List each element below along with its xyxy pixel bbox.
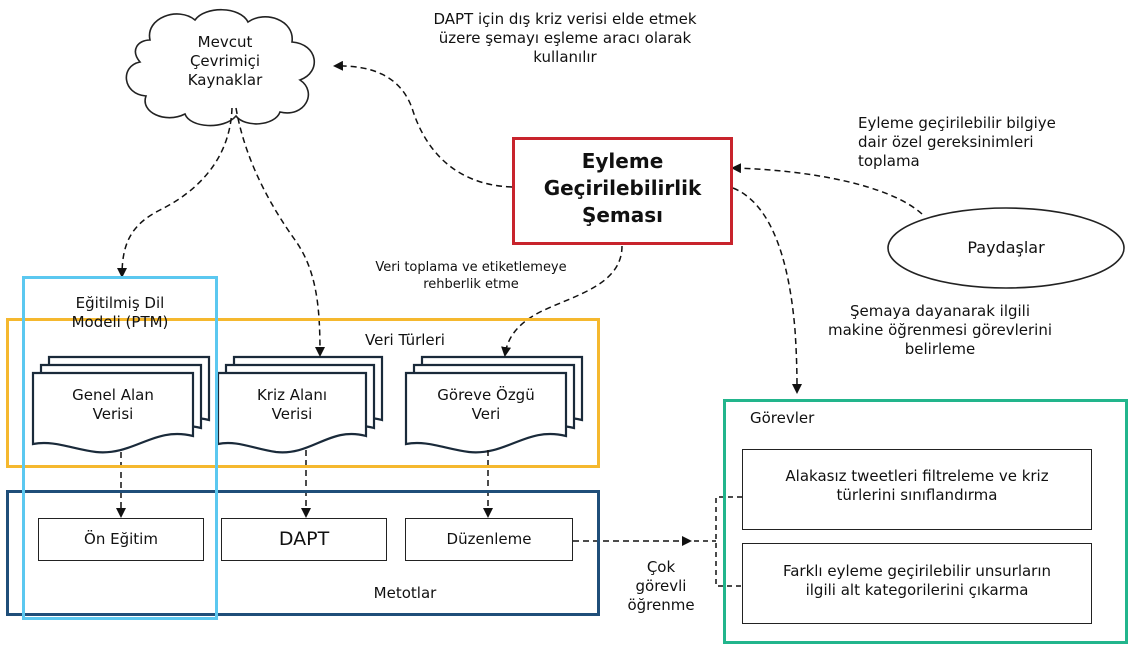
method-dapt-label: DAPT: [278, 528, 330, 550]
schema-label: Eyleme Geçirilebilirlik Şeması: [543, 149, 702, 227]
cloud-shape: [125, 9, 316, 127]
requirements-annotation: Eyleme geçirilebilir bilgiye dair özel g…: [858, 114, 1056, 171]
doc-label-crisis: Kriz Alanı Verisi: [256, 386, 328, 424]
task-item-2-box: [742, 543, 1092, 624]
task-item-1-box: [742, 449, 1092, 530]
task-item-2-label: Farklı eyleme geçirilebilir unsurların i…: [782, 562, 1052, 600]
connector-cloud-to-ptm: [117, 107, 233, 278]
doc-label-general: Genel Alan Verisi: [72, 386, 154, 424]
schema-box: [512, 137, 733, 245]
cloud-label: Mevcut Çevrimiçi Kaynaklar: [187, 33, 263, 90]
doc-label-task: Göreve Özgü Veri: [437, 386, 535, 424]
data-types-label: Veri Türleri: [365, 331, 445, 349]
document-stack-general: [31, 355, 211, 454]
data-types-box: [6, 318, 600, 468]
ptm-label: Eğitilmiş Dil Modeli (PTM): [71, 294, 169, 332]
method-finetune-box: [405, 518, 573, 561]
task-bracket: [694, 496, 742, 587]
connector-stakeholders-to-schema: [731, 163, 923, 215]
dapt-annotation: DAPT için dış kriz verisi elde etmek üze…: [433, 10, 697, 67]
document-stack-crisis: [216, 355, 384, 454]
method-finetune-label: Düzenleme: [446, 530, 532, 548]
method-dapt-box: [221, 518, 387, 561]
connector-schema-to-tasks: [732, 187, 802, 394]
stakeholders-ellipse: [887, 207, 1125, 289]
methods-label: Metotlar: [373, 584, 437, 602]
document-stack-task: [404, 355, 584, 454]
ptm-box: [22, 276, 218, 620]
method-pretrain-box: [38, 518, 204, 561]
connector-schema-to-cloud: [333, 60, 513, 188]
guide-annotation: Veri toplama ve etiketlemeye rehberlik e…: [375, 260, 567, 292]
multitask-annotation: Çok görevli öğrenme: [627, 558, 695, 615]
stakeholders-label: Paydaşlar: [967, 238, 1045, 257]
connector-schema-to-task-data: [501, 245, 623, 357]
identify-annotation: Şemaya dayanarak ilgili makine öğrenmesi…: [827, 302, 1053, 359]
task-item-1-label: Alakasız tweetleri filtreleme ve kriz tü…: [785, 467, 1049, 505]
tasks-box: [723, 399, 1128, 644]
tasks-label: Görevler: [750, 409, 815, 427]
method-pretrain-label: Ön Eğitim: [84, 530, 158, 548]
methods-box: [6, 490, 600, 616]
connector-cloud-to-crisis: [235, 107, 325, 357]
